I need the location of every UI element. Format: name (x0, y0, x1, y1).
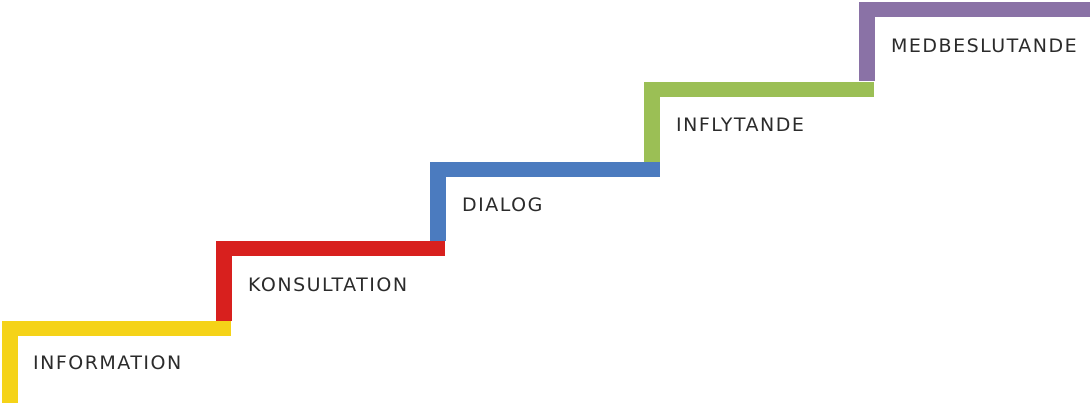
step-medbeslutande-tread (859, 2, 1090, 17)
step-inflytande-tread (644, 82, 874, 97)
step-information-riser (2, 321, 18, 403)
step-inflytande-label: INFLYTANDE (676, 114, 806, 136)
step-konsultation-label: KONSULTATION (248, 274, 409, 296)
step-information-tread (2, 321, 231, 336)
step-dialog-riser (430, 162, 446, 241)
step-medbeslutande-label: MEDBESLUTANDE (891, 35, 1079, 57)
step-inflytande-riser (644, 82, 660, 162)
step-dialog-label: DIALOG (462, 194, 544, 216)
step-medbeslutande-riser (859, 2, 875, 81)
step-dialog-tread (430, 162, 660, 177)
step-konsultation-riser (216, 241, 232, 321)
step-konsultation-tread (216, 241, 445, 256)
step-information-label: INFORMATION (33, 352, 183, 374)
